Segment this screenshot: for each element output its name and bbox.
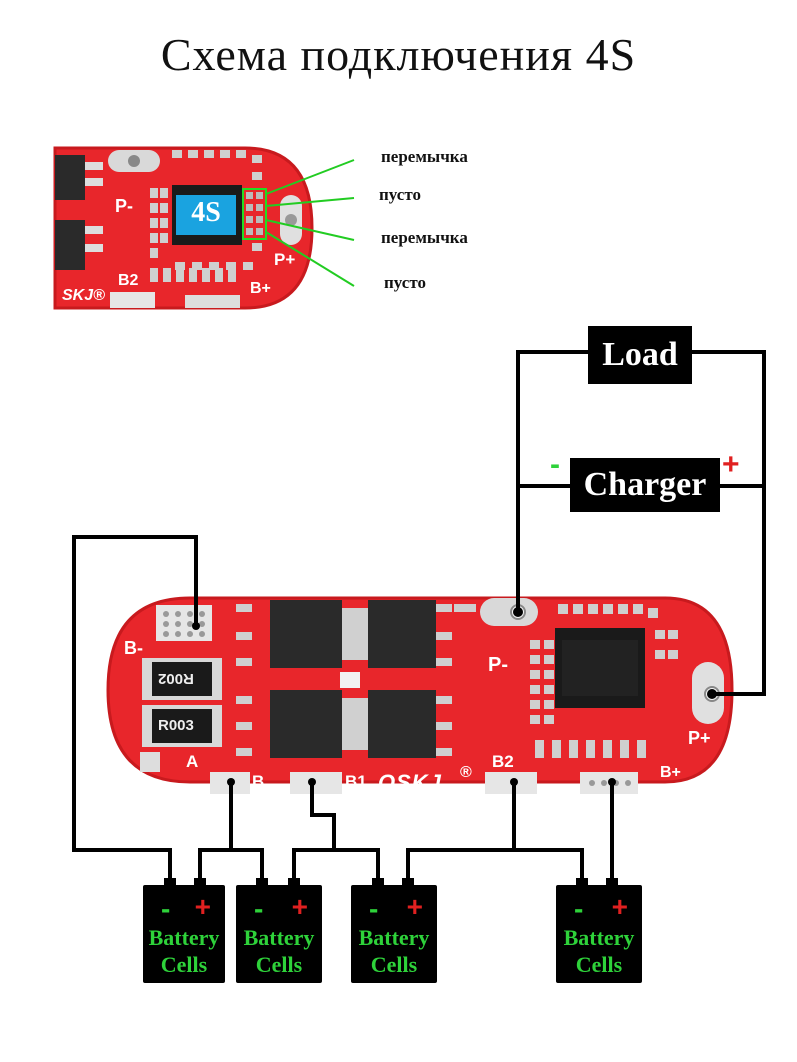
cell-plus-terminal: + (406, 891, 423, 922)
pad-b: B (252, 772, 265, 791)
page-title: Схема подключения 4S (160, 29, 637, 80)
top-board-photo (53, 146, 355, 310)
cell-minus-terminal: - (369, 893, 379, 924)
main-board-logo: OSKJ (378, 770, 442, 795)
cell-label-line1: Battery (358, 925, 430, 950)
battery-cell-4: - + Battery Cells (556, 885, 642, 983)
label-jumper-1: перемычка (381, 147, 468, 166)
cell-minus-terminal: - (254, 893, 264, 924)
top-pad-b-plus: B+ (250, 280, 271, 297)
pad-p-plus: P+ (688, 728, 711, 748)
charger-minus-sign: - (550, 448, 560, 481)
cell-label-line2: Cells (575, 952, 623, 977)
charger-label: Charger (570, 458, 720, 512)
label-empty-1: пусто (379, 185, 421, 204)
resistor-1-label: R002 (158, 670, 194, 687)
top-pad-b2: B2 (118, 272, 139, 289)
pad-p-minus: P- (488, 654, 508, 676)
cell-label-line1: Battery (563, 925, 635, 950)
cell-minus-terminal: - (574, 893, 584, 924)
cell-plus-terminal: + (611, 891, 628, 922)
charger-plus-sign: + (722, 448, 740, 481)
top-board-logo: SKJ® (62, 287, 105, 304)
battery-cell-3: - + Battery Cells (351, 885, 437, 983)
pad-b-minus: B- (124, 638, 143, 658)
pad-b2: B2 (492, 752, 514, 771)
top-pad-p-plus: P+ (274, 250, 296, 269)
cell-label-line2: Cells (160, 952, 208, 977)
cell-label-line1: Battery (243, 925, 315, 950)
cell-plus-terminal: + (194, 891, 211, 922)
cell-label-line2: Cells (255, 952, 303, 977)
label-jumper-2: перемычка (381, 228, 468, 247)
label-empty-2: пусто (384, 273, 426, 292)
pad-b1: B1 (345, 772, 367, 791)
chip-label: 4S (191, 197, 221, 228)
load-label: Load (588, 326, 692, 384)
battery-cell-1: - + Battery Cells (143, 885, 225, 983)
cell-label-line1: Battery (148, 925, 220, 950)
main-board-photo (106, 596, 734, 794)
main-board-reg-mark: ® (460, 764, 472, 781)
cell-minus-terminal: - (161, 893, 171, 924)
cell-label-line2: Cells (370, 952, 418, 977)
top-pad-p-minus: P- (115, 196, 133, 216)
resistor-2-label: R003 (158, 717, 194, 734)
pad-b-plus: B+ (660, 764, 681, 781)
pad-a: A (186, 752, 199, 771)
wires (72, 350, 766, 886)
battery-cell-2: - + Battery Cells (236, 885, 322, 983)
cell-plus-terminal: + (291, 891, 308, 922)
